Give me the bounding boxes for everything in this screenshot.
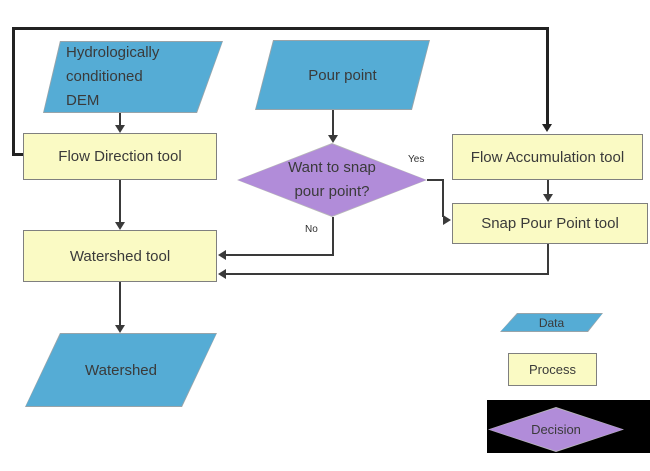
pour-point-shape-fill xyxy=(256,41,429,109)
edge-snap-down xyxy=(547,243,549,275)
node-flow-accumulation-tool: Flow Accumulation tool xyxy=(452,134,643,180)
legend-decision-shape: Decision xyxy=(488,407,624,452)
edge-flowdir-flowacc-down xyxy=(546,27,549,125)
snap-pour-point-label: Snap Pour Point tool xyxy=(481,215,619,232)
edge-no-vertical xyxy=(332,217,334,256)
legend-process-label: Process xyxy=(529,362,576,377)
edge-snap-watershedtool xyxy=(226,273,549,275)
edge-no-horizontal xyxy=(226,254,334,256)
pour-point-label: Pour point xyxy=(308,66,377,84)
edge-watershedtool-watershed xyxy=(119,282,121,326)
arrowhead-into-watershedtool-top xyxy=(115,222,125,230)
edge-flowacc-snap xyxy=(547,180,549,195)
node-dem: Hydrologically conditioned DEM xyxy=(43,41,223,113)
edge-dem-flowdir xyxy=(119,113,121,126)
edge-flowdir-flowacc-top xyxy=(12,27,549,30)
node-decision-snap: Want to snap pour point? xyxy=(237,143,427,217)
dem-label-line1: Hydrologically xyxy=(66,44,160,61)
watershed-tool-label: Watershed tool xyxy=(69,247,171,265)
edge-yes-vertical xyxy=(442,179,444,217)
no-branch-label: No xyxy=(305,224,318,235)
yes-branch-label: Yes xyxy=(408,154,425,165)
arrowhead-into-decision xyxy=(328,135,338,143)
dem-shape-fill xyxy=(44,42,222,112)
node-watershed-tool: Watershed tool xyxy=(23,230,217,282)
edge-pourpoint-decision xyxy=(332,110,334,136)
node-pour-point: Pour point xyxy=(255,40,430,110)
node-flow-direction-tool: Flow Direction tool xyxy=(23,133,217,180)
watershed-label: Watershed xyxy=(85,361,157,379)
legend-data-fill xyxy=(501,314,602,331)
decision-label-line1: Want to snap xyxy=(288,159,376,176)
decision-label: Want to snap pour point? xyxy=(288,156,376,204)
dem-label-line3: DEM xyxy=(66,92,100,109)
decision-label-line2: pour point? xyxy=(294,183,370,200)
edge-yes-horizontal xyxy=(427,179,444,181)
node-watershed: Watershed xyxy=(25,333,217,407)
arrowhead-into-watershedtool-right-lower xyxy=(218,269,226,279)
edge-flowdir-flowacc-stub xyxy=(12,153,24,156)
edge-flowdir-watershedtool xyxy=(119,180,121,223)
dem-label: Hydrologically conditioned DEM xyxy=(43,41,223,113)
legend-process-shape: Process xyxy=(508,353,597,386)
arrowhead-into-snap-top xyxy=(543,194,553,202)
arrowhead-into-flowacc xyxy=(542,124,552,132)
legend-data-label: Data xyxy=(538,315,565,330)
edge-flowdir-flowacc-up xyxy=(12,27,15,156)
legend-data-shape: Data xyxy=(500,313,603,332)
arrowhead-into-watershedtool-right-upper xyxy=(218,250,226,260)
dem-label-line2: conditioned xyxy=(66,68,143,85)
flow-direction-label: Flow Direction tool xyxy=(58,148,182,165)
arrowhead-into-flowdir xyxy=(115,125,125,133)
flow-accumulation-label: Flow Accumulation tool xyxy=(470,148,625,166)
legend-decision-label: Decision xyxy=(531,422,581,437)
watershed-shape-fill xyxy=(26,334,216,406)
arrowhead-into-snap-left xyxy=(443,215,451,225)
arrowhead-into-watershed xyxy=(115,325,125,333)
node-snap-pour-point-tool: Snap Pour Point tool xyxy=(452,203,648,244)
